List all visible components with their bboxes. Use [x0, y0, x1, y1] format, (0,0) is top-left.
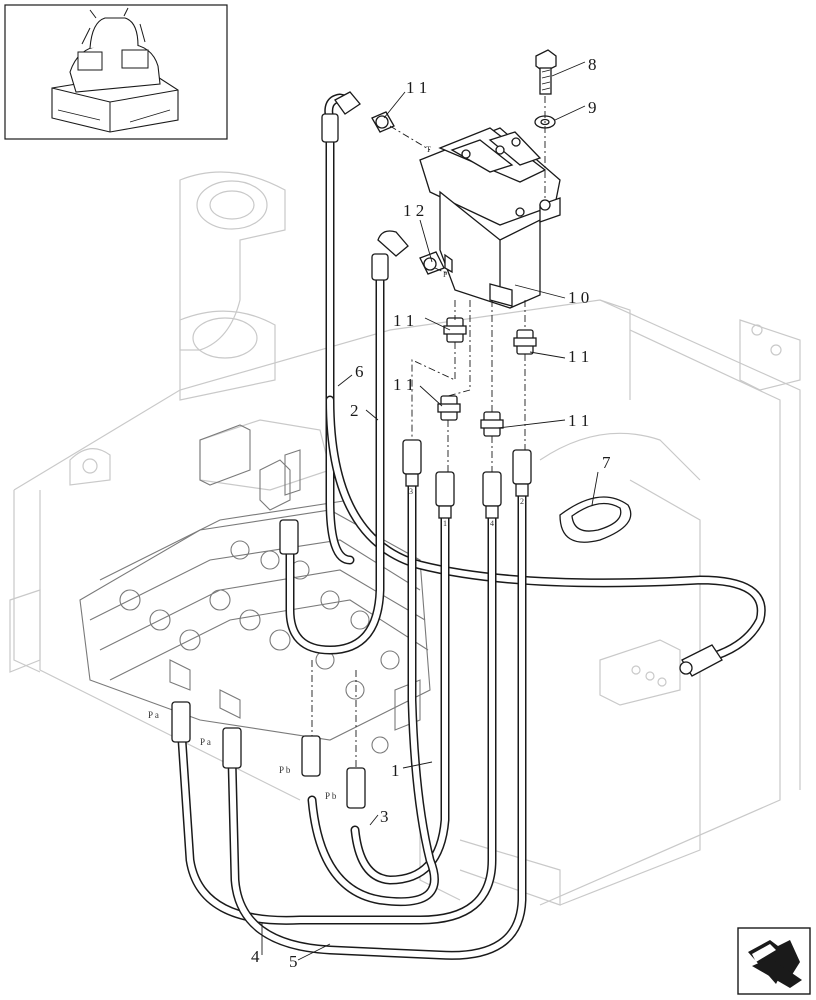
port-label-t: T [426, 145, 431, 154]
callout-7: 7 [602, 453, 611, 472]
next-page-arrow-icon [748, 940, 802, 988]
overview-thumbnail [4, 4, 228, 140]
adapter-11-b [513, 329, 537, 355]
fitting-pa-1 [171, 701, 191, 743]
fitting-pb-1 [301, 735, 321, 777]
callout-11-left-lower: 1 1 [393, 375, 414, 394]
callout-2: 2 [350, 401, 359, 420]
fitting-number-1: 1 [443, 519, 447, 528]
fitting-4 [482, 471, 502, 519]
callout-6: 6 [355, 362, 364, 381]
fitting-pa-2 [222, 727, 242, 769]
callout-11-left-upper: 1 1 [393, 311, 414, 330]
fitting-3 [402, 439, 422, 487]
adapter-12 [419, 251, 445, 275]
callout-4: 4 [251, 947, 260, 966]
adapter-11-c [437, 395, 461, 421]
callout-1: 1 [391, 761, 400, 780]
callout-11-right-lower: 1 1 [568, 411, 589, 430]
hoses [177, 93, 766, 960]
fitting-pb-2 [346, 767, 366, 809]
fitting-number-3: 3 [409, 487, 413, 496]
callout-10: 1 0 [568, 288, 589, 307]
port-label-pa-1: P a [148, 710, 159, 720]
callout-9: 9 [588, 98, 597, 117]
seal-7 [559, 496, 632, 543]
leader-lines [261, 61, 599, 961]
fitting-valve-top-left [279, 519, 299, 555]
fitting-1 [435, 471, 455, 519]
adapter-11-top [371, 111, 395, 133]
pilot-control-valve [419, 127, 561, 309]
callout-11-top: 1 1 [406, 78, 427, 97]
fitting-number-2: 2 [520, 497, 524, 506]
callout-11-right-upper: 1 1 [568, 347, 589, 366]
port-labels: P a P a P b P b T P 3 1 4 2 [148, 145, 524, 801]
port-label-pb-1: P b [279, 765, 291, 775]
assembly-lines [311, 96, 546, 768]
callout-3: 3 [380, 807, 389, 826]
fitting-hose-2-top [371, 230, 409, 281]
hose-6-main-run [325, 395, 766, 665]
port-label-pb-2: P b [325, 791, 337, 801]
hose-fittings [171, 91, 723, 809]
fitting-hose-6-right-end [679, 644, 723, 677]
adapter-11-a [443, 317, 467, 343]
bolt-8 [535, 49, 557, 95]
callout-8: 8 [588, 55, 597, 74]
callout-5: 5 [289, 952, 298, 971]
callout-12: 1 2 [403, 201, 424, 220]
fitting-hose-6-top [321, 91, 361, 143]
machine-frame [9, 171, 801, 906]
adapter-11-d [480, 411, 504, 437]
callout-labels: 8 9 1 1 1 2 1 0 1 1 1 1 1 1 1 1 6 2 7 1 … [251, 55, 611, 971]
fitting-2 [512, 449, 532, 497]
port-label-pa-2: P a [200, 737, 211, 747]
port-label-p: P [443, 270, 448, 279]
seat-console-thumbnail-icon [51, 7, 179, 133]
fitting-number-4: 4 [490, 519, 494, 528]
next-page-button[interactable] [737, 927, 811, 995]
